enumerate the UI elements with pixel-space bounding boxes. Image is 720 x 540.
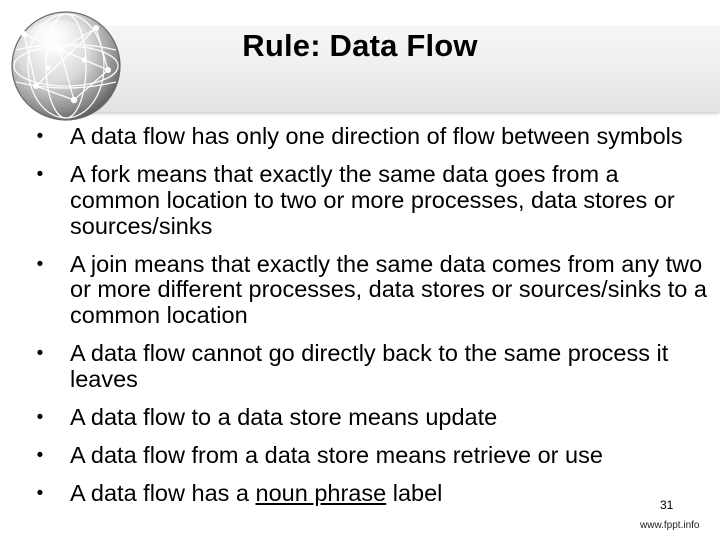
bullet-item: • A data flow cannot go directly back to… — [30, 340, 710, 393]
bullet-text: A data flow cannot go directly back to t… — [70, 340, 669, 392]
bullet-symbol: • — [36, 444, 44, 466]
bullet-text: label — [386, 479, 443, 506]
bullet-text: A data flow has only one direction of fl… — [70, 123, 683, 149]
bullet-text: A data flow from a data store means retr… — [70, 441, 603, 468]
bullet-text: A join means that exactly the same data … — [70, 250, 707, 329]
bullet-text: A fork means that exactly the same data … — [70, 160, 675, 239]
bullet-symbol: • — [36, 343, 44, 365]
bullet-symbol: • — [36, 482, 44, 504]
globe-network-icon — [11, 11, 121, 121]
bullet-symbol: • — [36, 406, 44, 428]
bullet-item: • A data flow from a data store means re… — [30, 441, 710, 469]
bullet-list: • A data flow has only one direction of … — [30, 123, 710, 519]
slide-title: Rule: Data Flow — [242, 28, 478, 63]
title-bar — [78, 26, 720, 112]
bullet-text: A data flow to a data store means update — [70, 403, 498, 430]
bullet-underlined-text: noun phrase — [255, 479, 387, 506]
bullet-symbol: • — [36, 126, 44, 147]
bullet-item: • A data flow to a data store means upda… — [30, 403, 710, 431]
bullet-item: • A data flow has a noun phrase label — [30, 479, 710, 507]
bullet-item: • A fork means that exactly the same dat… — [30, 160, 710, 239]
bullet-item: • A data flow has only one direction of … — [30, 123, 710, 150]
bullet-text: A data flow has a — [70, 479, 256, 506]
bullet-symbol: • — [36, 253, 44, 275]
footer-url: www.fppt.info — [640, 520, 700, 531]
bullet-symbol: • — [36, 163, 44, 185]
page-number: 31 — [660, 498, 674, 512]
bullet-item: • A join means that exactly the same dat… — [30, 250, 710, 329]
